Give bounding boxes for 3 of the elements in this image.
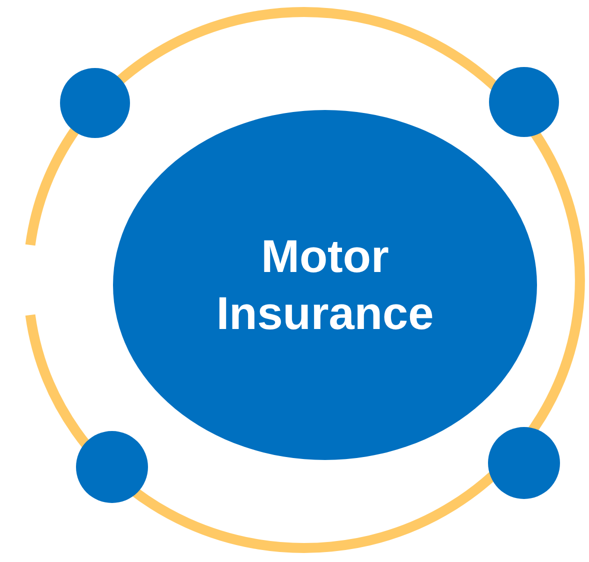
circle-node [60, 68, 130, 138]
node-title: Motor Insurance [215, 228, 435, 341]
circle-node [76, 431, 148, 503]
